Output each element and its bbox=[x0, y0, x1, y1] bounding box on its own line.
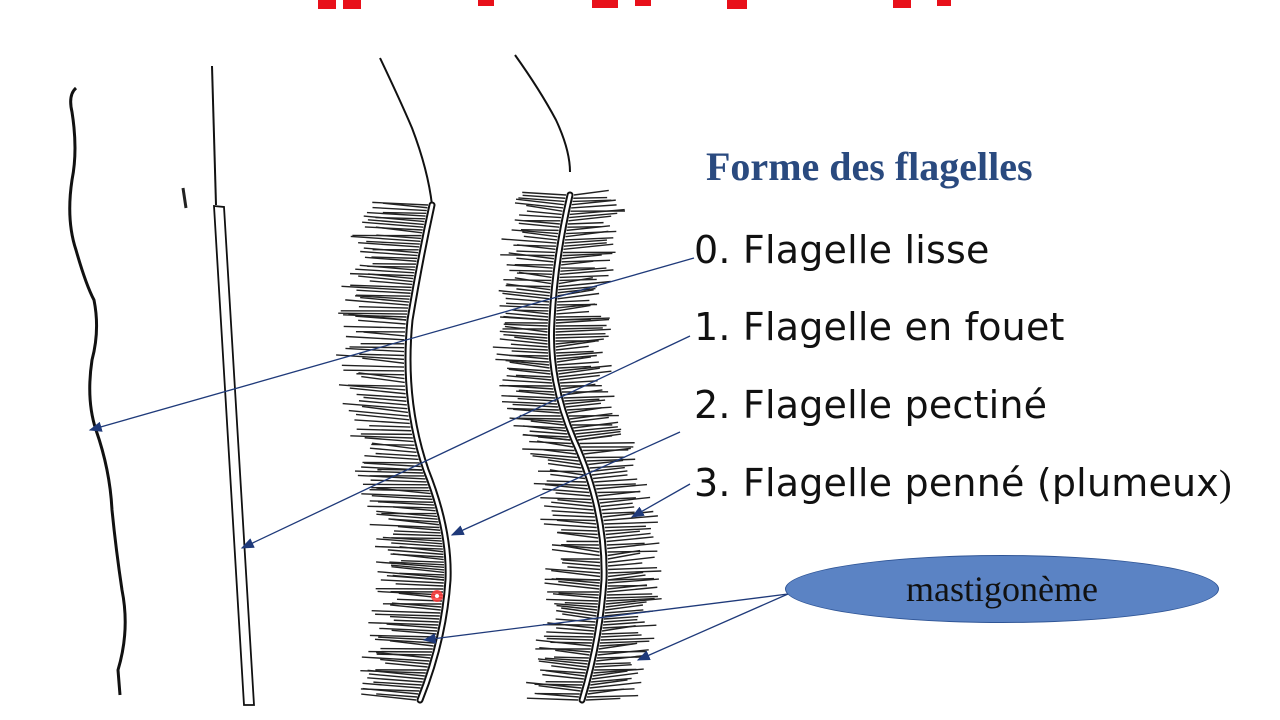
arrow-smooth bbox=[88, 257, 695, 432]
legend-item-pinnate: 3. Flagelle penné (plumeux) bbox=[694, 461, 1232, 506]
flagellum-pectinate-drawing bbox=[336, 57, 452, 704]
arrow-mastigoneme-pinn bbox=[636, 593, 789, 661]
legend-label: 3. Flagelle penné (plumeux bbox=[694, 461, 1219, 505]
legend-label: 2. Flagelle pectiné bbox=[694, 383, 1048, 427]
legend-item-pectinate: 2. Flagelle pectiné bbox=[694, 383, 1047, 427]
mastigoneme-callout: mastigonème bbox=[785, 555, 1219, 623]
flagellum-smooth-drawing bbox=[68, 86, 127, 696]
legend-label: 1. Flagelle en fouet bbox=[694, 305, 1065, 349]
cropped-title bbox=[318, 0, 951, 9]
arrow-mastigoneme-pect bbox=[422, 593, 789, 644]
legend-label: 0. Flagelle lisse bbox=[694, 228, 990, 272]
callout-label: mastigonème bbox=[906, 569, 1098, 609]
arrow-whiplash bbox=[240, 335, 691, 549]
legend-item-whiplash: 1. Flagelle en fouet bbox=[694, 305, 1065, 349]
flagellum-whiplash-drawing bbox=[211, 65, 255, 706]
legend-paren: ) bbox=[1219, 463, 1232, 505]
leader-arrows bbox=[88, 257, 789, 661]
arrow-pinnate bbox=[630, 483, 691, 518]
page-title: Forme des flagelles bbox=[706, 144, 1033, 189]
flagellum-pinnate-drawing bbox=[492, 54, 662, 704]
legend-item-smooth: 0. Flagelle lisse bbox=[694, 228, 990, 272]
arrow-pectinate bbox=[450, 431, 681, 536]
